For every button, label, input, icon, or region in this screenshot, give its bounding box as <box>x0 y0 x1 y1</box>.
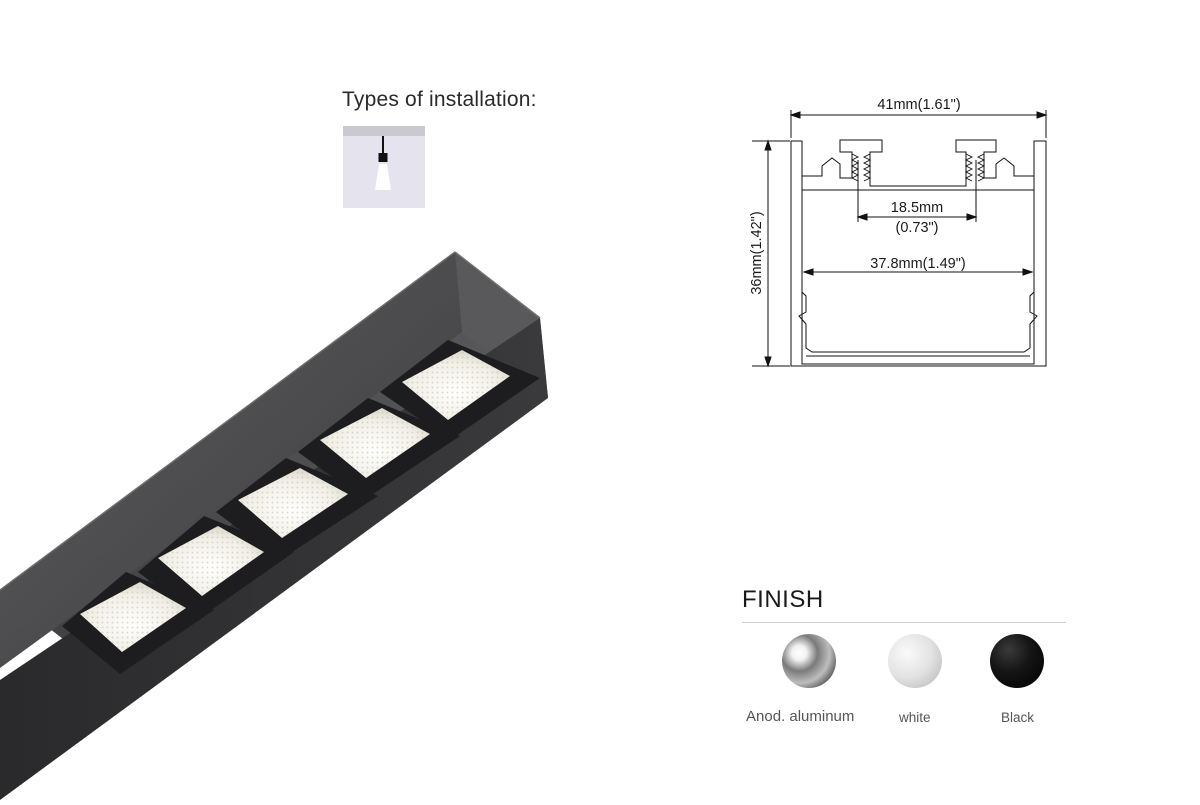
finish-label-black: Black <box>1001 710 1035 725</box>
finish-title: FINISH <box>742 586 824 613</box>
light-module <box>62 572 214 674</box>
inner-gap-dimension-inches: (0.73") <box>895 220 938 236</box>
inner-gap-dimension: 18.5mm <box>891 200 943 216</box>
pendant-icon <box>343 126 425 208</box>
product-image <box>0 240 600 800</box>
light-module <box>216 458 378 560</box>
installation-title: Types of installation: <box>342 88 537 111</box>
inner-width-dimension: 37.8mm(1.49") <box>870 256 965 272</box>
width-dimension: 41mm(1.61") <box>877 97 960 113</box>
light-module <box>380 340 540 440</box>
finish-label-white: white <box>899 710 931 725</box>
anodized-aluminum-swatch <box>781 633 837 689</box>
light-module <box>298 398 460 500</box>
black-swatch <box>989 633 1045 689</box>
height-dimension: 36mm(1.42") <box>749 211 765 294</box>
finish-label-aluminum: Anod. aluminum <box>746 708 855 725</box>
divider <box>742 622 1066 623</box>
light-module <box>138 516 294 618</box>
profile-cross-section: 41mm(1.61") 18.5mm (0.73") 37.8mm(1.49")… <box>740 90 1060 380</box>
white-swatch <box>887 633 943 689</box>
